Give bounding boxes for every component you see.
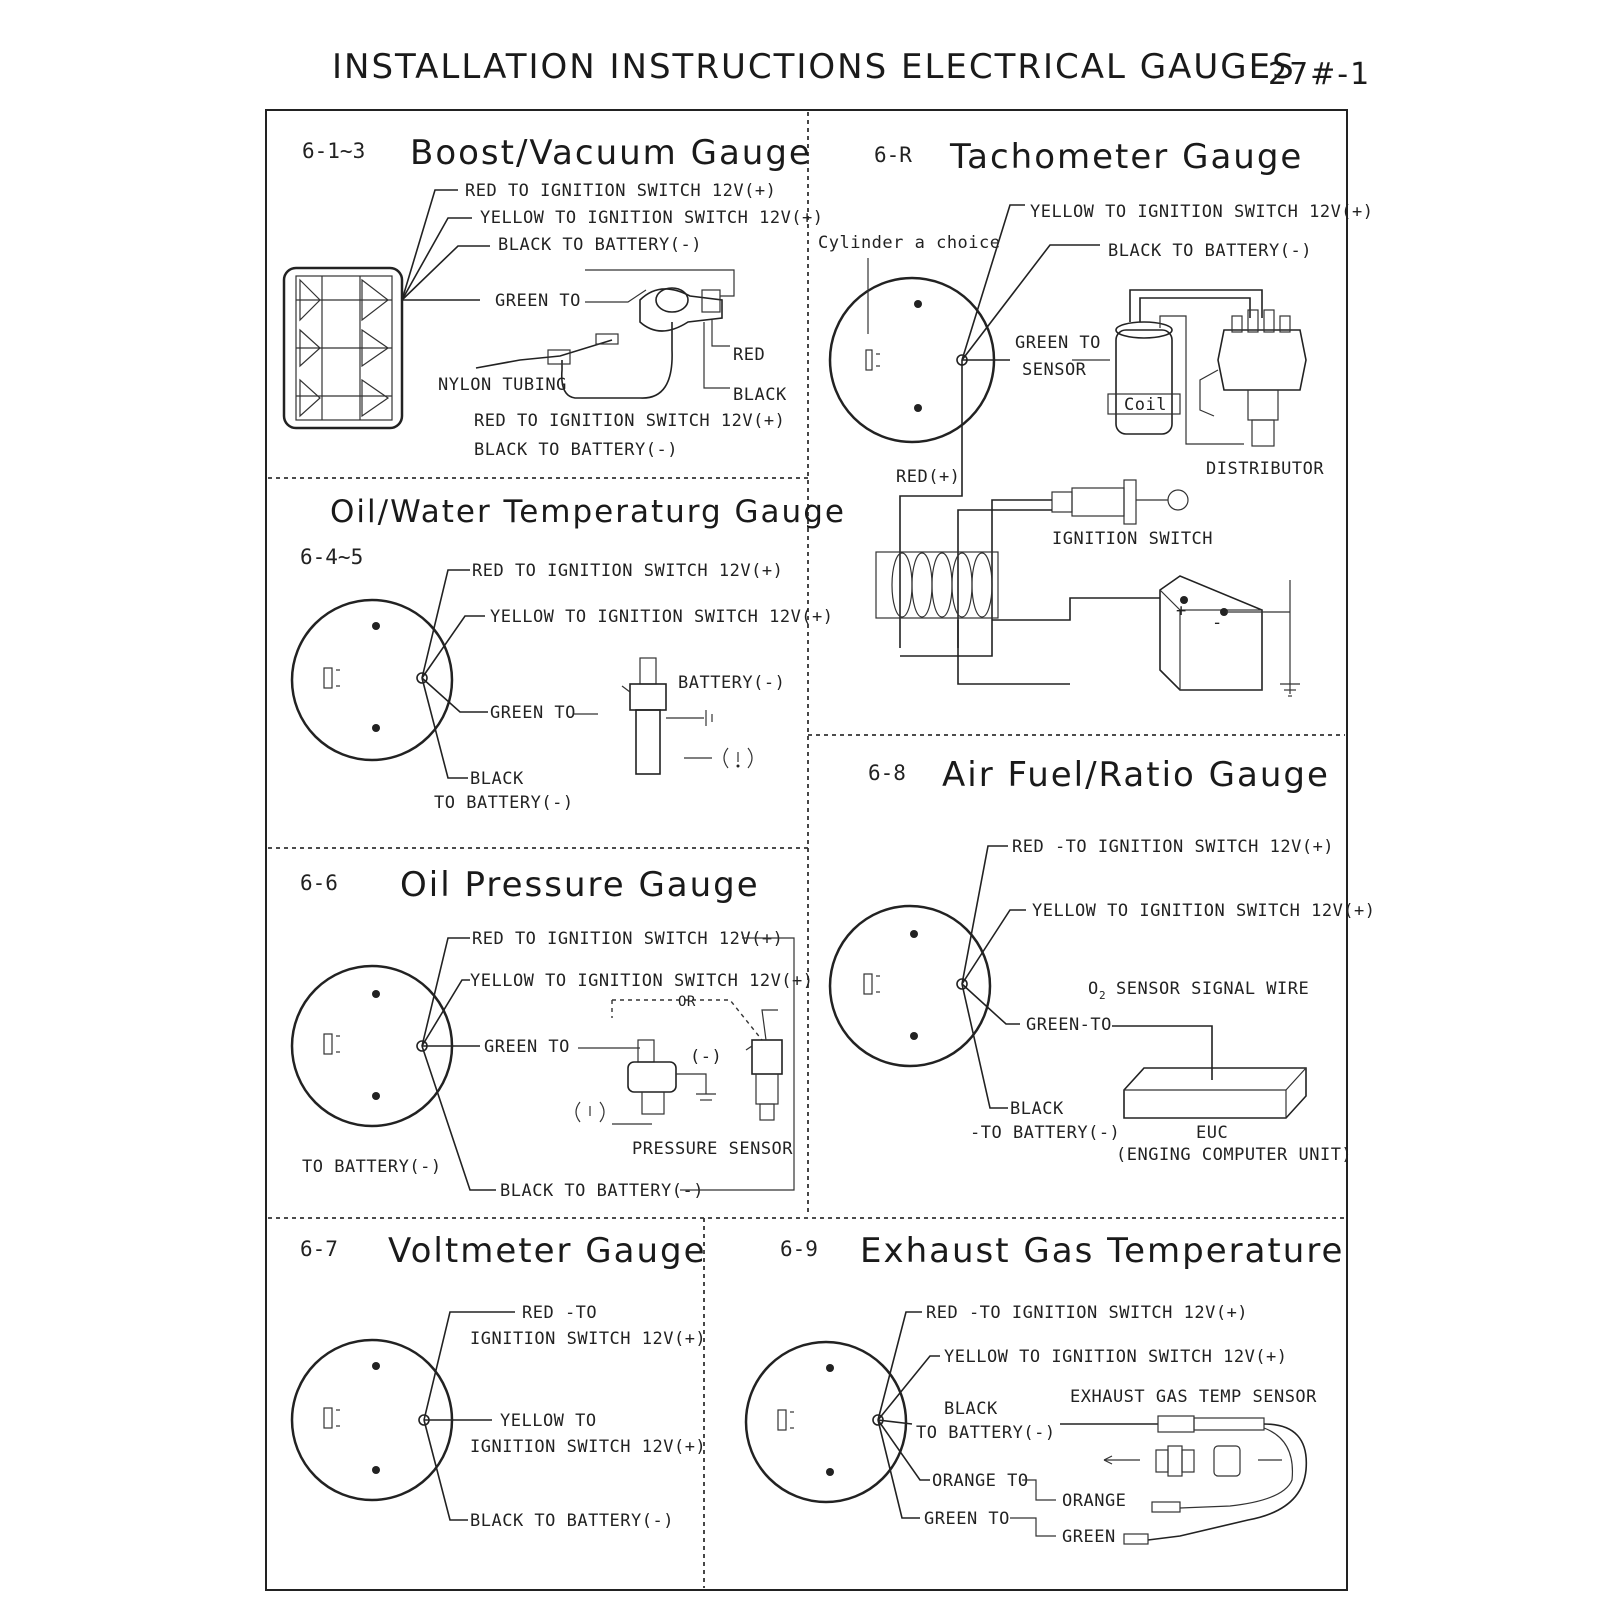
egt-green-label: GREEN TO bbox=[924, 1509, 1010, 1529]
panel-tachometer: 6-R Tachometer Gauge YELLOW TO IGNITION … bbox=[818, 137, 1374, 697]
afr-yellow-label: YELLOW TO IGNITION SWITCH 12V(+) bbox=[1032, 901, 1376, 921]
egt-black-label: BLACK bbox=[944, 1399, 998, 1419]
oilpressure-yellow-label: YELLOW TO IGNITION SWITCH 12V(+) bbox=[470, 971, 814, 991]
oilwater-panel-id: 6-4~5 bbox=[300, 545, 363, 569]
panel-boost-vacuum: 6-1~3 Boost/Vacuum Gauge RED TO IGNITION… bbox=[282, 133, 824, 460]
egt-green2-label: GREEN bbox=[1062, 1527, 1116, 1547]
volt-yellow2-label: IGNITION SWITCH 12V(+) bbox=[470, 1437, 706, 1457]
oilpressure-neg-label: (-) bbox=[690, 1047, 722, 1067]
page-code: 27#-1 bbox=[1268, 57, 1371, 92]
afr-euc2-label: (ENGING COMPUTER UNIT) bbox=[1116, 1145, 1352, 1165]
boost-black2-label: BLACK TO BATTERY(-) bbox=[474, 440, 678, 460]
tach-coil: Coil bbox=[1107, 321, 1181, 435]
volt-panel-id: 6-7 bbox=[300, 1237, 338, 1261]
egt-probe bbox=[1060, 1415, 1308, 1545]
volt-black-label: BLACK TO BATTERY(-) bbox=[470, 1511, 674, 1531]
boost-black-label: BLACK TO BATTERY(-) bbox=[498, 235, 702, 255]
boost-sensor bbox=[639, 287, 723, 350]
oilpressure-black-label: BLACK TO BATTERY(-) bbox=[500, 1181, 704, 1201]
tach-ignition-switch bbox=[1051, 479, 1189, 525]
oilwater-battery-label: BATTERY(-) bbox=[678, 673, 785, 693]
oilpressure-sender bbox=[627, 1039, 677, 1115]
page-title: INSTALLATION INSTRUCTIONS ELECTRICAL GAU… bbox=[332, 47, 1296, 87]
egt-panel-title: Exhaust Gas Temperature bbox=[860, 1231, 1344, 1271]
boost-panel-title: Boost/Vacuum Gauge bbox=[410, 133, 812, 173]
afr-o2-subscript: 2 bbox=[1099, 989, 1106, 1002]
tach-battery-minus: - bbox=[1212, 613, 1223, 633]
afr-red-label: RED -TO IGNITION SWITCH 12V(+) bbox=[1012, 837, 1334, 857]
diagram-frame bbox=[265, 109, 1348, 1591]
afr-euc-label: EUC bbox=[1196, 1123, 1228, 1143]
panel-egt: 6-9 Exhaust Gas Temperature RED -TO IGNI… bbox=[744, 1231, 1344, 1547]
afr-o2-prefix: O bbox=[1088, 979, 1099, 999]
tach-battery-plus: + bbox=[1176, 601, 1187, 621]
volt-red2-label: IGNITION SWITCH 12V(+) bbox=[470, 1329, 706, 1349]
tach-wire-bundle bbox=[875, 551, 999, 619]
tach-panel-id: 6-R bbox=[874, 143, 912, 167]
oilpressure-panel-title: Oil Pressure Gauge bbox=[400, 865, 760, 905]
boost-yellow-label: YELLOW TO IGNITION SWITCH 12V(+) bbox=[480, 208, 824, 228]
boost-tubing-label: NYLON TUBING bbox=[438, 375, 567, 395]
egt-fitting bbox=[1103, 1445, 1282, 1477]
tach-green-label: GREEN TO bbox=[1015, 333, 1101, 353]
panel-oil-pressure: 6-6 Oil Pressure Gauge RED TO IGNITION S… bbox=[290, 865, 814, 1201]
oilpressure-pressure-sensor bbox=[745, 1039, 783, 1121]
boost-red2-label: RED TO IGNITION SWITCH 12V(+) bbox=[474, 411, 785, 431]
tach-yellow-label: YELLOW TO IGNITION SWITCH 12V(+) bbox=[1030, 202, 1374, 222]
tach-distributor-label: DISTRIBUTOR bbox=[1206, 459, 1324, 479]
oilwater-red-label: RED TO IGNITION SWITCH 12V(+) bbox=[472, 561, 783, 581]
oilwater-black2-label: TO BATTERY(-) bbox=[434, 793, 574, 813]
boost-sensor-black: BLACK bbox=[733, 385, 787, 405]
boost-red-label: RED TO IGNITION SWITCH 12V(+) bbox=[465, 181, 776, 201]
oilpressure-panel-id: 6-6 bbox=[300, 871, 338, 895]
oilpressure-tobattery-label: TO BATTERY(-) bbox=[302, 1157, 442, 1177]
boost-panel-id: 6-1~3 bbox=[302, 139, 365, 163]
egt-sensor-label: EXHAUST GAS TEMP SENSOR bbox=[1070, 1387, 1317, 1407]
egt-panel-id: 6-9 bbox=[780, 1237, 818, 1261]
oilpressure-sensor-label: PRESSURE SENSOR bbox=[632, 1139, 793, 1159]
boost-gauge-side-view bbox=[282, 266, 404, 430]
panel-air-fuel-ratio: 6-8 Air Fuel/Ratio Gauge RED -TO IGNITIO… bbox=[828, 755, 1376, 1165]
volt-panel-title: Voltmeter Gauge bbox=[388, 1231, 707, 1271]
oilwater-black-label: BLACK bbox=[470, 769, 524, 789]
egt-gauge-face bbox=[744, 1340, 908, 1504]
afr-green-label: GREEN-TO bbox=[1026, 1015, 1112, 1035]
egt-orange2-label: ORANGE bbox=[1062, 1491, 1126, 1511]
tach-battery bbox=[1159, 575, 1263, 691]
tach-panel-title: Tachometer Gauge bbox=[949, 137, 1303, 177]
boost-sensor-red: RED bbox=[733, 345, 765, 365]
afr-black-label: BLACK bbox=[1010, 1099, 1064, 1119]
afr-ecu-box bbox=[1123, 1067, 1307, 1119]
oilwater-temp-sender bbox=[621, 657, 667, 775]
tach-coil-label: Coil bbox=[1124, 395, 1167, 415]
oilwater-yellow-label: YELLOW TO IGNITION SWITCH 12V(+) bbox=[490, 607, 834, 627]
panel-oil-water-temp: Oil/Water Temperaturg Gauge 6-4~5 RED TO… bbox=[290, 494, 846, 813]
egt-red-label: RED -TO IGNITION SWITCH 12V(+) bbox=[926, 1303, 1248, 1323]
tach-ignition-label: IGNITION SWITCH bbox=[1052, 529, 1213, 549]
afr-o2-label: SENSOR SIGNAL WIRE bbox=[1116, 979, 1309, 999]
boost-green-label: GREEN TO bbox=[495, 291, 581, 311]
egt-orange-label: ORANGE TO bbox=[932, 1471, 1029, 1491]
oilwater-green-label: GREEN TO bbox=[490, 703, 576, 723]
egt-yellow-label: YELLOW TO IGNITION SWITCH 12V(+) bbox=[944, 1347, 1288, 1367]
oilwater-panel-title: Oil/Water Temperaturg Gauge bbox=[330, 494, 846, 530]
afr-panel-id: 6-8 bbox=[868, 761, 906, 785]
volt-yellow-label: YELLOW TO bbox=[500, 1411, 597, 1431]
oilpressure-red-label: RED TO IGNITION SWITCH 12V(+) bbox=[472, 929, 783, 949]
oilpressure-or-label: OR bbox=[678, 994, 696, 1010]
panel-voltmeter: 6-7 Voltmeter Gauge RED -TO IGNITION SWI… bbox=[290, 1231, 707, 1531]
tach-distributor bbox=[1199, 309, 1307, 447]
oilwater-gauge-face bbox=[290, 598, 454, 762]
oilpressure-green-label: GREEN TO bbox=[484, 1037, 570, 1057]
tach-sensor-label: SENSOR bbox=[1022, 360, 1087, 380]
afr-black2-label: -TO BATTERY(-) bbox=[970, 1123, 1120, 1143]
afr-panel-title: Air Fuel/Ratio Gauge bbox=[942, 755, 1330, 795]
volt-red-label: RED -TO bbox=[522, 1303, 597, 1323]
tach-black-label: BLACK TO BATTERY(-) bbox=[1108, 241, 1312, 261]
tach-cylinder-label: Cylinder a choice bbox=[818, 233, 1001, 253]
afr-gauge-face bbox=[828, 904, 992, 1068]
tach-red-label: RED(+) bbox=[896, 467, 960, 487]
egt-black2-label: TO BATTERY(-) bbox=[916, 1423, 1056, 1443]
